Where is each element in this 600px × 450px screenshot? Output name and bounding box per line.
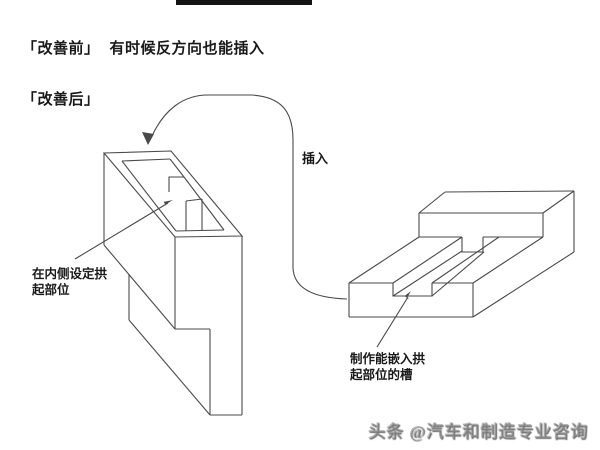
before-improvement-line: 「改善前」有时候反方向也能插入 — [22, 37, 265, 58]
curved-insert-arrow — [142, 94, 348, 300]
toutiao-watermark: 头条 @汽车和制造专业咨询 — [367, 422, 588, 441]
before-improvement-label: 「改善前」 — [22, 41, 100, 57]
groove-leader-arrow — [376, 291, 411, 348]
bump-leader-arrow — [74, 200, 173, 260]
groove-callout-line2: 起部位的槽 — [350, 368, 413, 382]
right-part-drawing — [348, 190, 575, 318]
cropped-title-bar — [176, 0, 312, 5]
bump-callout: 在内侧设定拱 起部位 — [32, 266, 107, 298]
before-improvement-note: 有时候反方向也能插入 — [109, 41, 265, 57]
bump-callout-line1: 在内侧设定拱 — [32, 267, 108, 281]
after-improvement-label: 「改善后」 — [22, 92, 100, 108]
bump-callout-line2: 起部位 — [32, 283, 70, 297]
insert-arrow-label: 插入 — [302, 151, 329, 166]
groove-callout: 制作能嵌入拱 起部位的槽 — [350, 351, 425, 383]
groove-callout-line1: 制作能嵌入拱 — [350, 352, 426, 366]
left-part-drawing — [102, 150, 244, 416]
